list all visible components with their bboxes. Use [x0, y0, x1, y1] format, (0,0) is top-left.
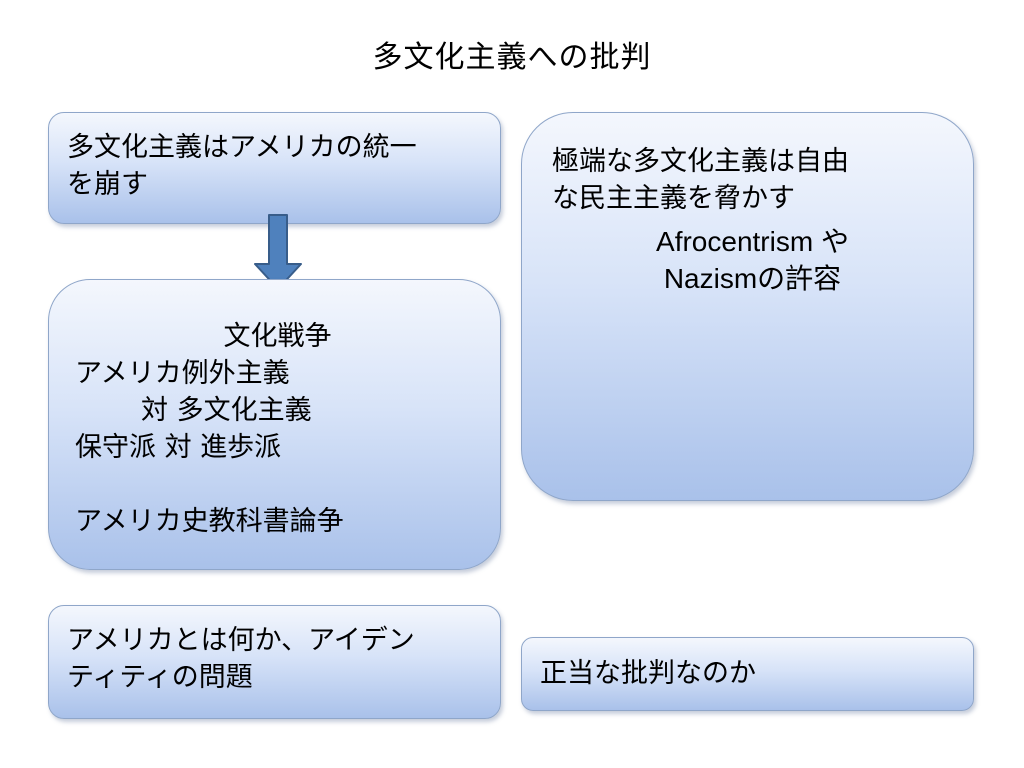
down-arrow-icon: [254, 214, 302, 290]
box-text-line: 極端な多文化主義は自由: [552, 146, 849, 177]
critique-box-unity: 多文化主義はアメリカの統一 を崩す: [48, 112, 501, 224]
spacer: [75, 466, 480, 503]
culture-war-box: 文化戦争 アメリカ例外主義 対 多文化主義 保守派 対 進歩派 アメリカ史教科書…: [48, 279, 501, 570]
box-text-line: 保守派 対 進歩派: [75, 432, 282, 463]
box-text-line: な民主主義を脅かす: [552, 183, 795, 214]
box-subtext-line: Nazismの許容: [663, 263, 842, 294]
box-subtext-line: Afrocentrism や: [656, 226, 849, 257]
slide-title: 多文化主義への批判: [372, 40, 652, 75]
textbook-controversy-text: アメリカ史教科書論争: [75, 506, 344, 537]
identity-question-box: アメリカとは何か、アイデン ティティの問題: [48, 605, 501, 719]
box-text-line: を崩す: [67, 169, 148, 200]
box-text-line: 正当な批判なのか: [540, 658, 756, 689]
box-text-line: 多文化主義はアメリカの統一: [67, 132, 417, 163]
legitimacy-question-box: 正当な批判なのか: [521, 637, 974, 711]
box-text-line: アメリカとは何か、アイデン: [67, 625, 415, 656]
box-text-line: アメリカ例外主義: [75, 358, 290, 389]
box-text-line: ティティの問題: [67, 662, 253, 693]
critique-box-democracy: 極端な多文化主義は自由 な民主主義を脅かす Afrocentrism や Naz…: [521, 112, 974, 501]
culture-war-heading: 文化戦争: [223, 321, 332, 352]
box-text-line: 対 多文化主義: [141, 395, 312, 426]
